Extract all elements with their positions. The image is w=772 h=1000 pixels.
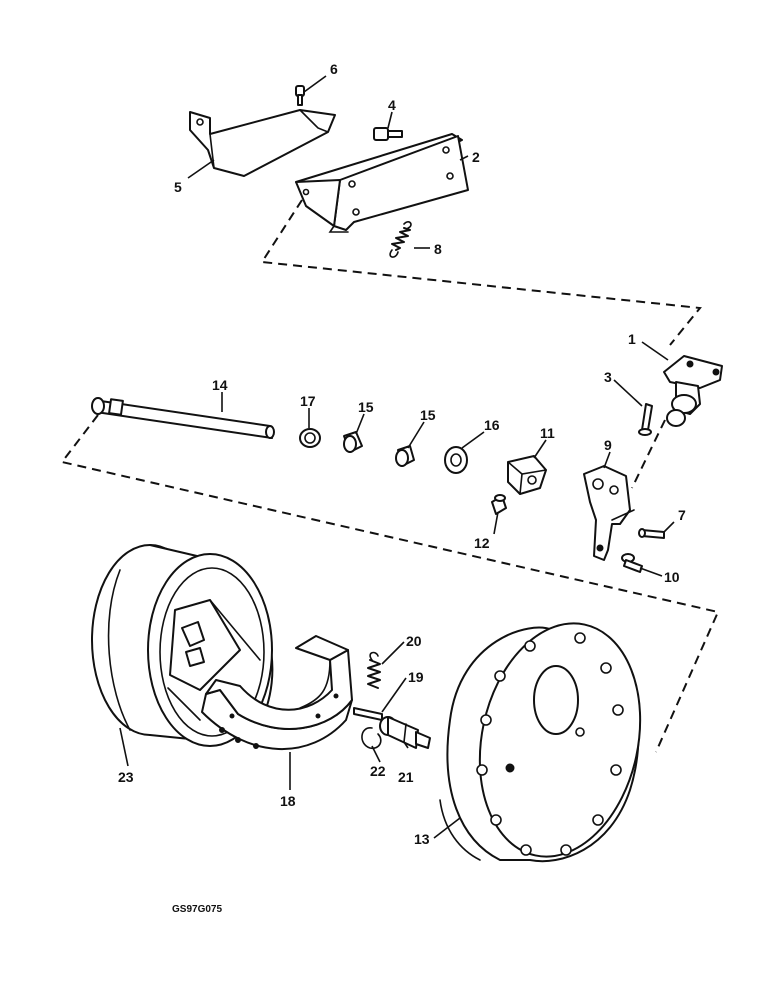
callout-12: 12	[474, 535, 490, 551]
part-18-brake-shoe	[201, 635, 353, 750]
callout-2: 2	[472, 149, 480, 165]
part-11-cam-block	[507, 455, 547, 495]
assembly-line-middle	[60, 414, 720, 753]
part-9-lever	[583, 465, 635, 561]
part-14-shaft	[91, 397, 275, 439]
callout-23: 23	[118, 769, 134, 785]
part-19-pin	[353, 707, 383, 721]
part-15-bushing-a	[343, 431, 363, 453]
callout-5: 5	[174, 179, 182, 195]
part-15-bushing-b	[395, 445, 415, 467]
callout-labels: 1 2 3 4 5 6 7 8 9 10 11 12 13 14 15 15 1…	[118, 61, 686, 847]
part-12-pin	[491, 494, 507, 515]
part-22-clip	[361, 727, 382, 750]
part-20-spring	[367, 651, 381, 689]
leader-lines	[119, 75, 675, 839]
callout-16: 16	[484, 417, 500, 433]
part-17-ring	[299, 428, 321, 448]
callout-3: 3	[604, 369, 612, 385]
figure-code: GS97G075	[172, 904, 222, 915]
callout-8: 8	[434, 241, 442, 257]
callout-20: 20	[406, 633, 422, 649]
callout-6: 6	[330, 61, 338, 77]
callout-7: 7	[678, 507, 686, 523]
callout-9: 9	[604, 437, 612, 453]
callout-15b: 15	[420, 407, 436, 423]
callout-14: 14	[212, 377, 228, 393]
callout-13: 13	[414, 831, 430, 847]
assembly-line-upper	[260, 199, 702, 346]
callout-22: 22	[370, 763, 386, 779]
callout-15a: 15	[358, 399, 374, 415]
callout-10: 10	[664, 569, 680, 585]
assembly-line-pin	[631, 419, 666, 489]
callout-17: 17	[300, 393, 316, 409]
part-21-pivot-stud	[379, 716, 431, 749]
part-7-pin	[638, 528, 665, 539]
part-3-bolt	[638, 403, 653, 436]
callout-1: 1	[628, 331, 636, 347]
part-4-bolt	[373, 127, 403, 141]
callout-19: 19	[408, 669, 424, 685]
part-1-pivot-housing	[663, 355, 723, 427]
part-5-bracket	[189, 109, 336, 177]
part-23-brake-drum	[91, 544, 274, 747]
part-10-bolt	[621, 553, 643, 573]
part-6-bolt	[295, 85, 305, 106]
callout-18: 18	[280, 793, 296, 809]
part-2-channel-bracket	[295, 133, 469, 233]
callout-11: 11	[540, 425, 555, 441]
callout-21: 21	[398, 769, 414, 785]
callout-4: 4	[388, 97, 396, 113]
part-16-washer	[444, 446, 468, 474]
part-13-flange-wheel	[439, 622, 642, 863]
part-8-spring	[389, 221, 412, 258]
